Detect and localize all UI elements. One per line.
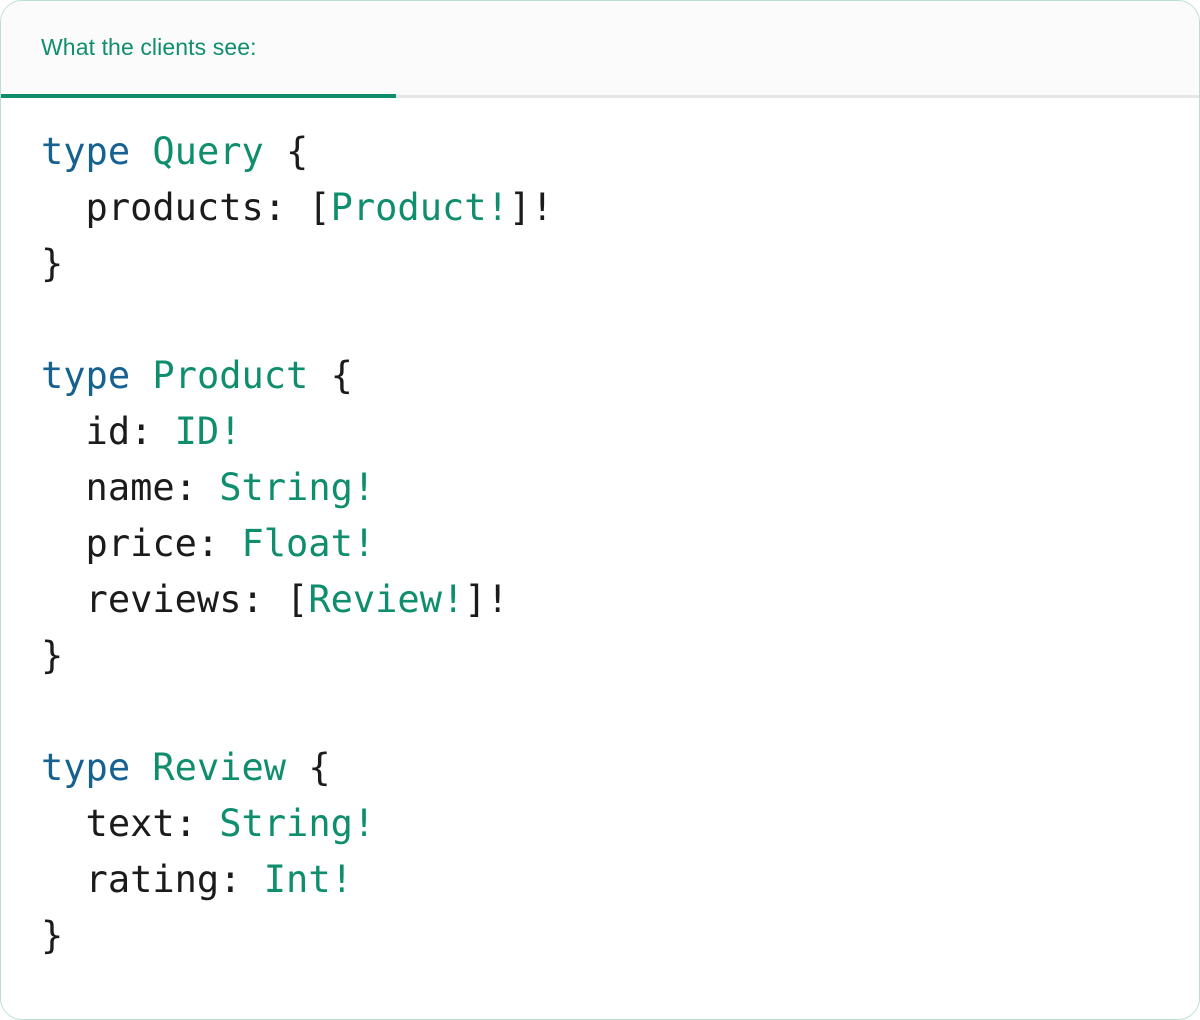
code-token: }: [41, 634, 64, 677]
code-token: Float!: [241, 522, 376, 565]
code-line: [41, 292, 1159, 348]
code-token: Query: [152, 130, 264, 173]
code-line: name: String!: [41, 460, 1159, 516]
code-token: Product: [152, 354, 309, 397]
code-line: rating: Int!: [41, 852, 1159, 908]
code-line: id: ID!: [41, 404, 1159, 460]
code-token: rating:: [41, 858, 264, 901]
code-line: products: [Product!]!: [41, 180, 1159, 236]
code-token: type: [41, 130, 131, 173]
code-line: }: [41, 236, 1159, 292]
code-token: price:: [41, 522, 242, 565]
code-token: type: [41, 354, 131, 397]
code-token: name:: [41, 466, 220, 509]
code-token: Review: [152, 746, 287, 789]
code-token: ]!: [508, 186, 554, 229]
code-line: text: String!: [41, 796, 1159, 852]
code-token: String!: [219, 802, 376, 845]
tab-strip: What the clients see:: [1, 1, 1199, 98]
code-line: }: [41, 908, 1159, 964]
code-token: ID!: [174, 410, 242, 453]
code-token: type: [41, 746, 131, 789]
tab-label: What the clients see:: [41, 34, 257, 60]
code-line: }: [41, 628, 1159, 684]
code-token: {: [286, 746, 331, 789]
code-token: products: [: [41, 186, 331, 229]
code-token: {: [263, 130, 309, 173]
code-token: }: [41, 242, 64, 285]
code-token: id:: [41, 410, 175, 453]
tab-what-the-clients-see[interactable]: What the clients see:: [1, 1, 396, 98]
graphql-schema-code[interactable]: type Query { products: [Product!]!} type…: [1, 124, 1199, 964]
code-token: [130, 354, 152, 397]
code-line: [41, 684, 1159, 740]
code-token: }: [41, 914, 64, 957]
code-token: text:: [41, 802, 220, 845]
code-line: type Query {: [41, 124, 1159, 180]
code-token: Product!: [330, 186, 509, 229]
code-line: price: Float!: [41, 516, 1159, 572]
code-token: Int!: [263, 858, 353, 901]
code-area: type Query { products: [Product!]!} type…: [1, 98, 1199, 1018]
code-token: [130, 130, 152, 173]
code-token: String!: [219, 466, 376, 509]
code-line: reviews: [Review!]!: [41, 572, 1159, 628]
code-token: [130, 746, 152, 789]
code-token: ]!: [464, 578, 509, 621]
code-token: Review!: [308, 578, 465, 621]
code-token: reviews: [: [41, 578, 309, 621]
code-token: {: [308, 354, 353, 397]
code-line: type Review {: [41, 740, 1159, 796]
code-line: type Product {: [41, 348, 1159, 404]
